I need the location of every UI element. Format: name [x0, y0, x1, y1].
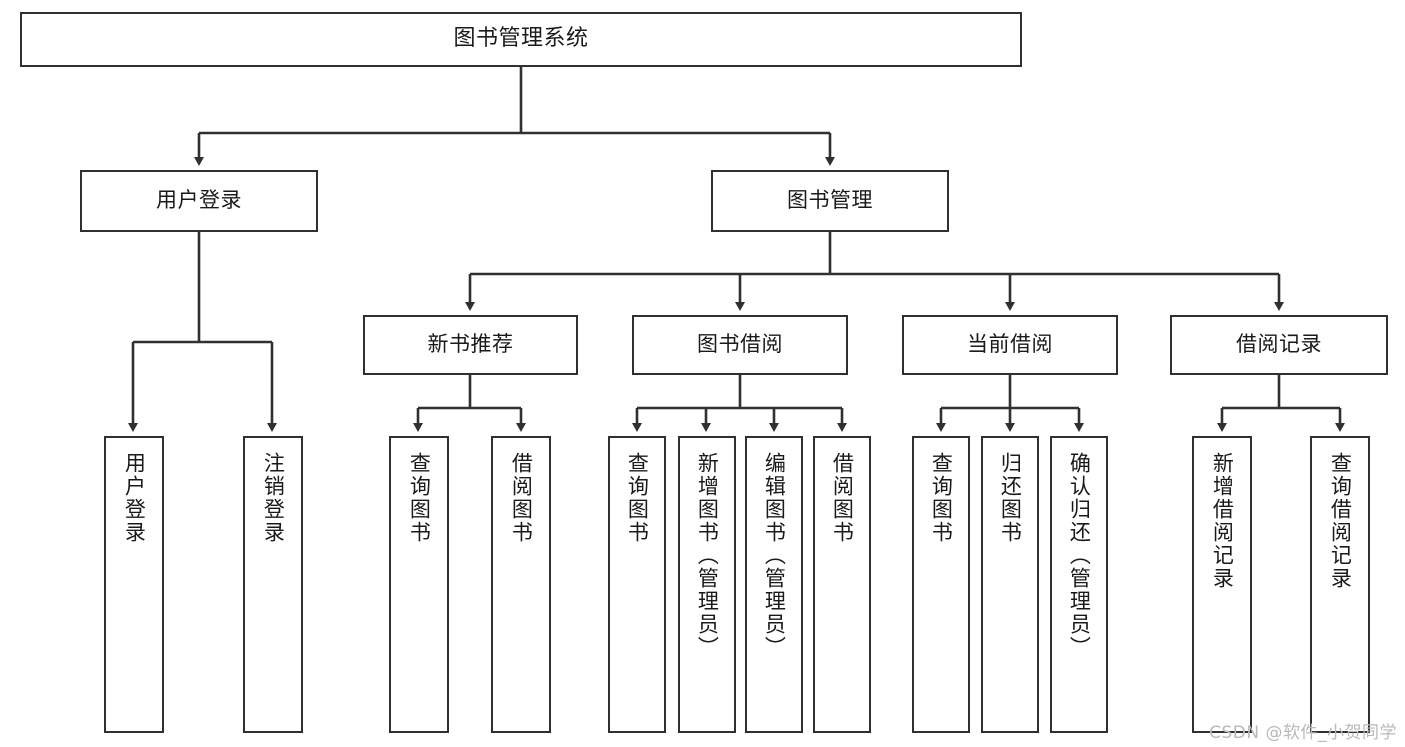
node-borrow-record[interactable]: 借阅记录	[1170, 315, 1388, 375]
node-leaf-query-book-2[interactable]: 查询图书	[608, 436, 666, 733]
node-leaf-edit-book[interactable]: 编辑图书（管理员）	[745, 436, 803, 733]
node-new-book-recommend[interactable]: 新书推荐	[363, 315, 578, 375]
node-label: 当前借阅	[967, 332, 1053, 357]
node-leaf-borrow-book-2[interactable]: 借阅图书	[813, 436, 871, 733]
node-label: 编辑图书（管理员）	[762, 452, 787, 659]
node-label: 借阅图书	[830, 452, 855, 544]
node-label: 借阅图书	[509, 452, 534, 544]
node-leaf-add-record[interactable]: 新增借阅记录	[1192, 436, 1252, 733]
node-label: 图书管理	[787, 188, 873, 213]
node-leaf-borrow-book-1[interactable]: 借阅图书	[491, 436, 551, 733]
node-book-borrow[interactable]: 图书借阅	[632, 315, 848, 375]
node-current-borrow[interactable]: 当前借阅	[902, 315, 1118, 375]
node-book-manage[interactable]: 图书管理	[711, 170, 949, 232]
node-label: 注销登录	[261, 452, 286, 544]
node-leaf-query-book-1[interactable]: 查询图书	[389, 436, 449, 733]
node-user-login[interactable]: 用户登录	[80, 170, 318, 232]
node-leaf-return-book[interactable]: 归还图书	[981, 436, 1039, 733]
node-label: 借阅记录	[1236, 332, 1322, 357]
node-leaf-user-logout[interactable]: 注销登录	[243, 436, 303, 733]
node-label: 归还图书	[998, 452, 1023, 544]
node-label: 查询借阅记录	[1328, 452, 1353, 590]
node-leaf-user-login[interactable]: 用户登录	[104, 436, 164, 733]
node-label: 用户登录	[122, 452, 147, 544]
node-label: 查询图书	[625, 452, 650, 544]
node-leaf-add-book[interactable]: 新增图书（管理员）	[678, 436, 736, 733]
node-leaf-query-record[interactable]: 查询借阅记录	[1310, 436, 1370, 733]
node-label: 查询图书	[929, 452, 954, 544]
csdn-watermark: CSDN @软件_小贺同学	[1209, 723, 1397, 743]
node-label: 图书借阅	[697, 332, 783, 357]
node-label: 新增借阅记录	[1210, 452, 1235, 590]
node-label: 用户登录	[156, 188, 242, 213]
node-leaf-query-book-3[interactable]: 查询图书	[912, 436, 970, 733]
node-label: 新增图书（管理员）	[695, 452, 720, 659]
node-leaf-confirm-return[interactable]: 确认归还（管理员）	[1050, 436, 1108, 733]
node-label: 新书推荐	[427, 332, 514, 357]
node-label: 图书管理系统	[453, 26, 589, 52]
node-label: 确认归还（管理员）	[1067, 452, 1092, 659]
node-root-system[interactable]: 图书管理系统	[20, 12, 1022, 67]
node-label: 查询图书	[407, 452, 432, 544]
